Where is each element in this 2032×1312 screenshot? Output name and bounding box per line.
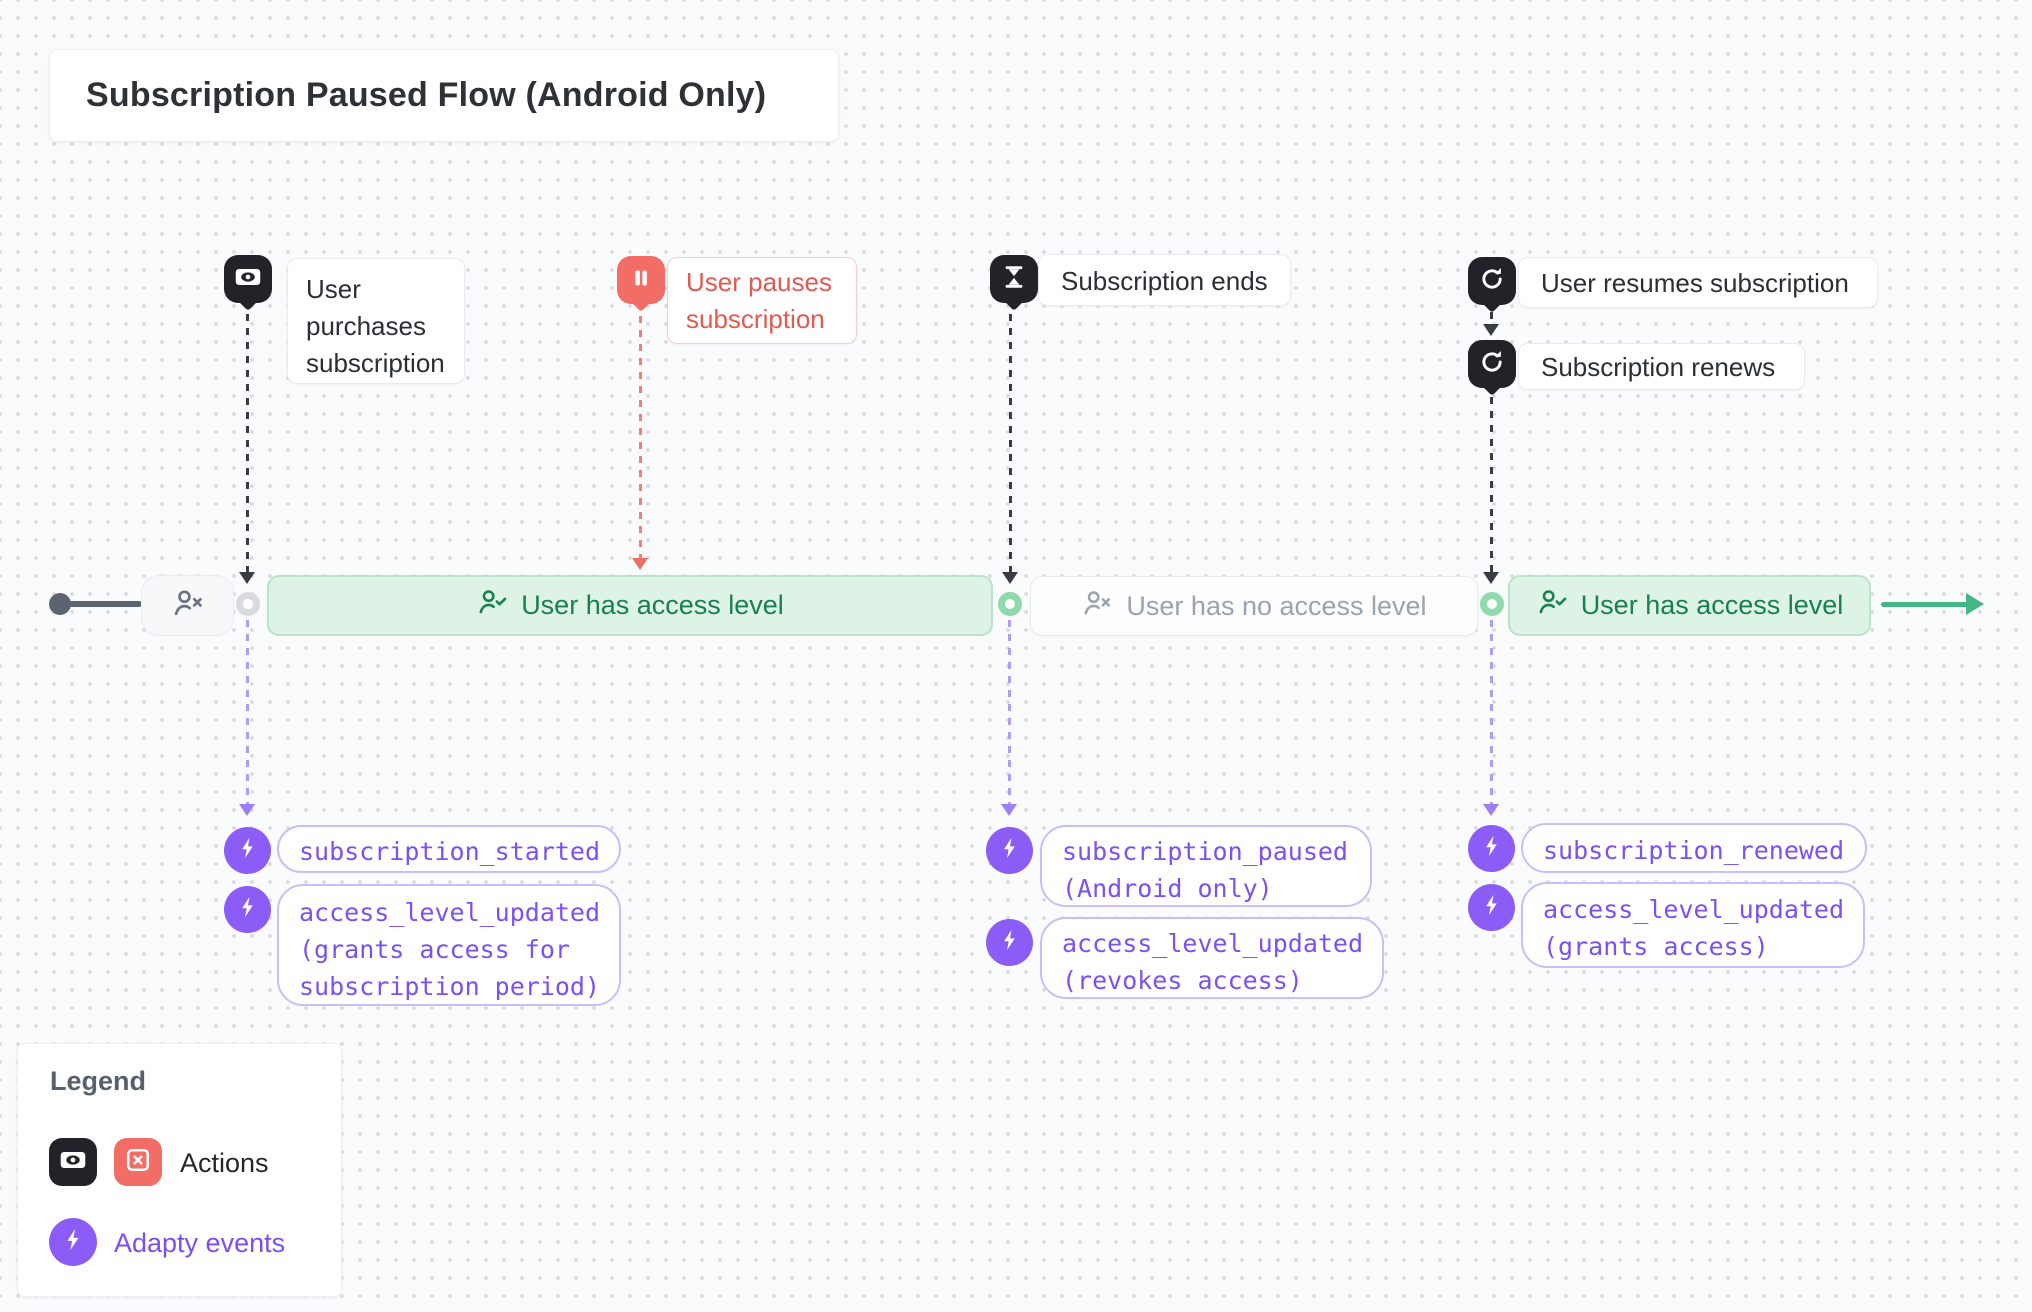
arrowhead-down — [1483, 804, 1499, 816]
hourglass-icon — [1000, 263, 1028, 296]
page-title: Subscription Paused Flow (Android Only) — [86, 76, 767, 114]
adapty-event-marker — [224, 886, 271, 933]
resume-action-marker — [1468, 257, 1516, 305]
adapty-event-marker — [986, 827, 1033, 874]
connector-renews-timeline — [1490, 397, 1493, 574]
state-has-access-1: User has access level — [267, 575, 993, 636]
event-badge-access-level-updated-revokes: access_level_updated (revokes access) — [1040, 917, 1384, 999]
adapty-event-marker — [1468, 884, 1515, 931]
lightning-icon — [997, 835, 1023, 866]
lightning-icon — [60, 1226, 87, 1258]
connector-pause-timeline — [639, 316, 642, 560]
connector-ends-timeline — [1009, 314, 1012, 574]
user-x-icon — [1081, 587, 1113, 626]
purchase-action-marker — [224, 255, 272, 303]
resume-action-label: User resumes subscription — [1518, 257, 1878, 308]
rotate-cw-icon — [1478, 348, 1506, 381]
adapty-event-marker — [986, 919, 1033, 966]
timeline-connector-dot — [236, 592, 260, 616]
connector-purchase-timeline — [246, 314, 249, 574]
legend-heading: Legend — [50, 1066, 147, 1096]
pause-icon — [627, 264, 655, 297]
legend-event-swatch — [49, 1218, 97, 1266]
user-check-icon — [1536, 586, 1568, 625]
arrowhead-down — [1483, 572, 1499, 584]
arrowhead-down — [632, 558, 648, 570]
user-x-icon — [171, 586, 205, 625]
banknote-icon — [233, 262, 263, 297]
arrowhead-down — [1483, 324, 1499, 336]
state-no-access: User has no access level — [1030, 576, 1478, 636]
timeline-connector-dot — [998, 592, 1022, 616]
timeline-start-dot — [49, 593, 71, 615]
timeline-end-arrowhead — [1966, 593, 1984, 615]
timeline-end-line — [1881, 602, 1971, 607]
event-badge-subscription-started: subscription_started — [277, 825, 621, 873]
timeline-connector-dot — [1480, 592, 1504, 616]
lightning-icon — [235, 835, 261, 866]
subscription-ends-marker — [990, 255, 1038, 303]
banknote-icon — [58, 1145, 88, 1180]
arrowhead-down — [239, 804, 255, 816]
lightning-icon — [1479, 892, 1505, 923]
lightning-icon — [235, 894, 261, 925]
timeline-start-line — [62, 601, 142, 607]
x-square-icon — [123, 1145, 153, 1180]
adapty-event-marker — [224, 827, 271, 874]
legend-adapty-events-label: Adapty events — [114, 1228, 286, 1258]
arrowhead-down — [1001, 804, 1017, 816]
state-has-access-2: User has access level — [1508, 575, 1871, 636]
event-badge-subscription-paused: subscription_paused (Android only) — [1040, 825, 1372, 907]
connector-timeline-events-1 — [246, 620, 249, 806]
legend-action-red-swatch — [114, 1138, 162, 1186]
connector-timeline-events-3 — [1490, 620, 1493, 806]
user-check-icon — [476, 586, 508, 625]
legend-panel: Legend Actions Adapty events — [17, 1043, 342, 1297]
pause-action-marker — [617, 256, 665, 304]
lightning-icon — [997, 927, 1023, 958]
arrowhead-down — [239, 572, 255, 584]
pause-action-label: User pauses subscription — [667, 257, 857, 344]
adapty-event-marker — [1468, 825, 1515, 872]
purchase-action-label: User purchases subscription — [287, 258, 465, 384]
lightning-icon — [1479, 833, 1505, 864]
legend-action-dark-swatch — [49, 1138, 97, 1186]
subscription-ends-label: Subscription ends — [1038, 254, 1291, 306]
event-badge-subscription-renewed: subscription_renewed — [1521, 823, 1867, 873]
event-badge-access-level-updated-grants-period: access_level_updated (grants access for … — [277, 884, 621, 1006]
rotate-cw-icon — [1478, 265, 1506, 298]
renews-action-label: Subscription renews — [1518, 343, 1805, 390]
initial-no-access-node — [141, 575, 234, 636]
renews-action-marker — [1468, 340, 1516, 388]
diagram-title-box: Subscription Paused Flow (Android Only) — [49, 49, 839, 142]
legend-actions-label: Actions — [180, 1148, 269, 1178]
event-badge-access-level-updated-grants: access_level_updated (grants access) — [1521, 882, 1865, 968]
connector-resume-renews — [1490, 312, 1493, 326]
arrowhead-down — [1002, 572, 1018, 584]
connector-timeline-events-2 — [1008, 620, 1011, 806]
